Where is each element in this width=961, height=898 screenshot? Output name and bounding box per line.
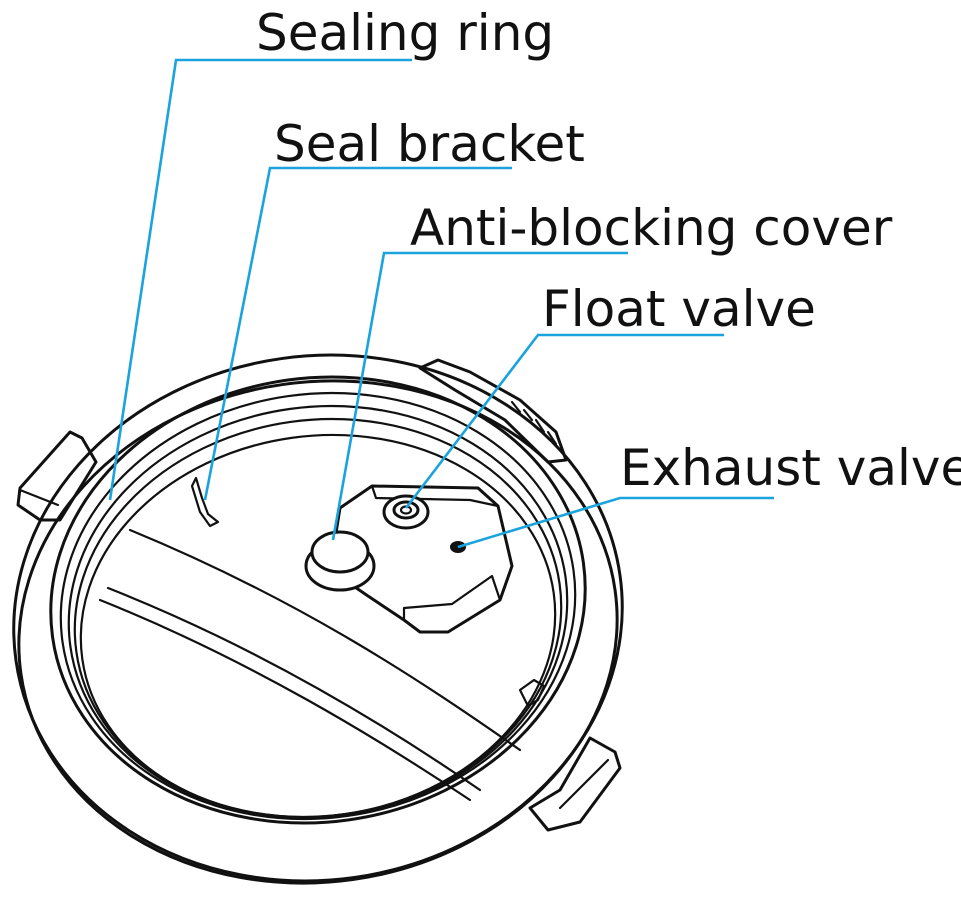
- lid-handle-left: [16, 430, 98, 522]
- leader-lines: [108, 58, 774, 549]
- leader-anti-blocking-cover: [331, 251, 628, 541]
- label-sealing-ring: Sealing ring: [256, 4, 554, 62]
- lid-inner-strip: [98, 528, 522, 802]
- leader-exhaust-valve: [457, 496, 774, 549]
- float-valve-part: [382, 494, 430, 530]
- label-exhaust-valve: Exhaust valve: [620, 439, 961, 497]
- lid-latch: [418, 358, 568, 464]
- valve-housing: [328, 484, 514, 634]
- leader-float-valve: [404, 333, 724, 509]
- lid-rim-outer: [12, 353, 624, 883]
- seal-bracket-clip-right: [518, 678, 546, 708]
- label-float-valve: Float valve: [542, 280, 816, 338]
- lid-handle-right: [528, 736, 622, 832]
- lid-drawing: [12, 353, 624, 885]
- callout-labels: Sealing ring Seal bracket Anti-blocking …: [256, 4, 961, 497]
- label-anti-blocking-cover: Anti-blocking cover: [410, 199, 893, 257]
- leader-seal-bracket: [203, 166, 512, 501]
- lid-rim-inner: [49, 375, 587, 825]
- anti-blocking-cover-knob: [304, 530, 376, 592]
- label-seal-bracket: Seal bracket: [274, 115, 585, 173]
- leader-sealing-ring: [108, 58, 412, 501]
- seal-bracket-clip: [190, 476, 220, 528]
- sealing-ring-grooves: [59, 391, 577, 821]
